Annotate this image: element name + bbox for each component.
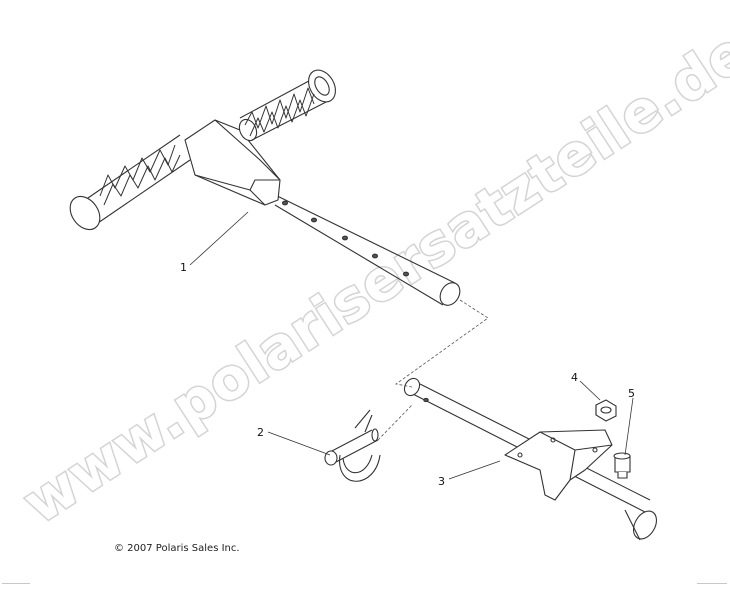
callout-4: 4 — [571, 371, 578, 384]
callout-2: 2 — [257, 426, 264, 439]
bolt-part — [613, 452, 631, 479]
nut-part — [595, 399, 617, 422]
t-handle-part — [69, 69, 461, 306]
leader-5 — [624, 397, 634, 456]
corner-mark-left — [2, 583, 30, 584]
leader-lines — [189, 211, 634, 480]
leader-1 — [189, 211, 249, 266]
hitch-pin-part — [324, 409, 381, 482]
assembly-line-pin — [377, 404, 413, 441]
leader-3 — [448, 460, 501, 480]
callout-1: 1 — [180, 261, 187, 274]
copyright-text: © 2007 Polaris Sales Inc. — [114, 543, 240, 554]
assembly-line-1-3 — [395, 299, 489, 388]
corner-mark-right — [697, 583, 727, 584]
callout-3: 3 — [438, 475, 445, 488]
assembly-lines — [377, 299, 489, 441]
callout-5: 5 — [628, 387, 635, 400]
leader-4 — [579, 380, 601, 401]
leader-2 — [267, 431, 331, 456]
